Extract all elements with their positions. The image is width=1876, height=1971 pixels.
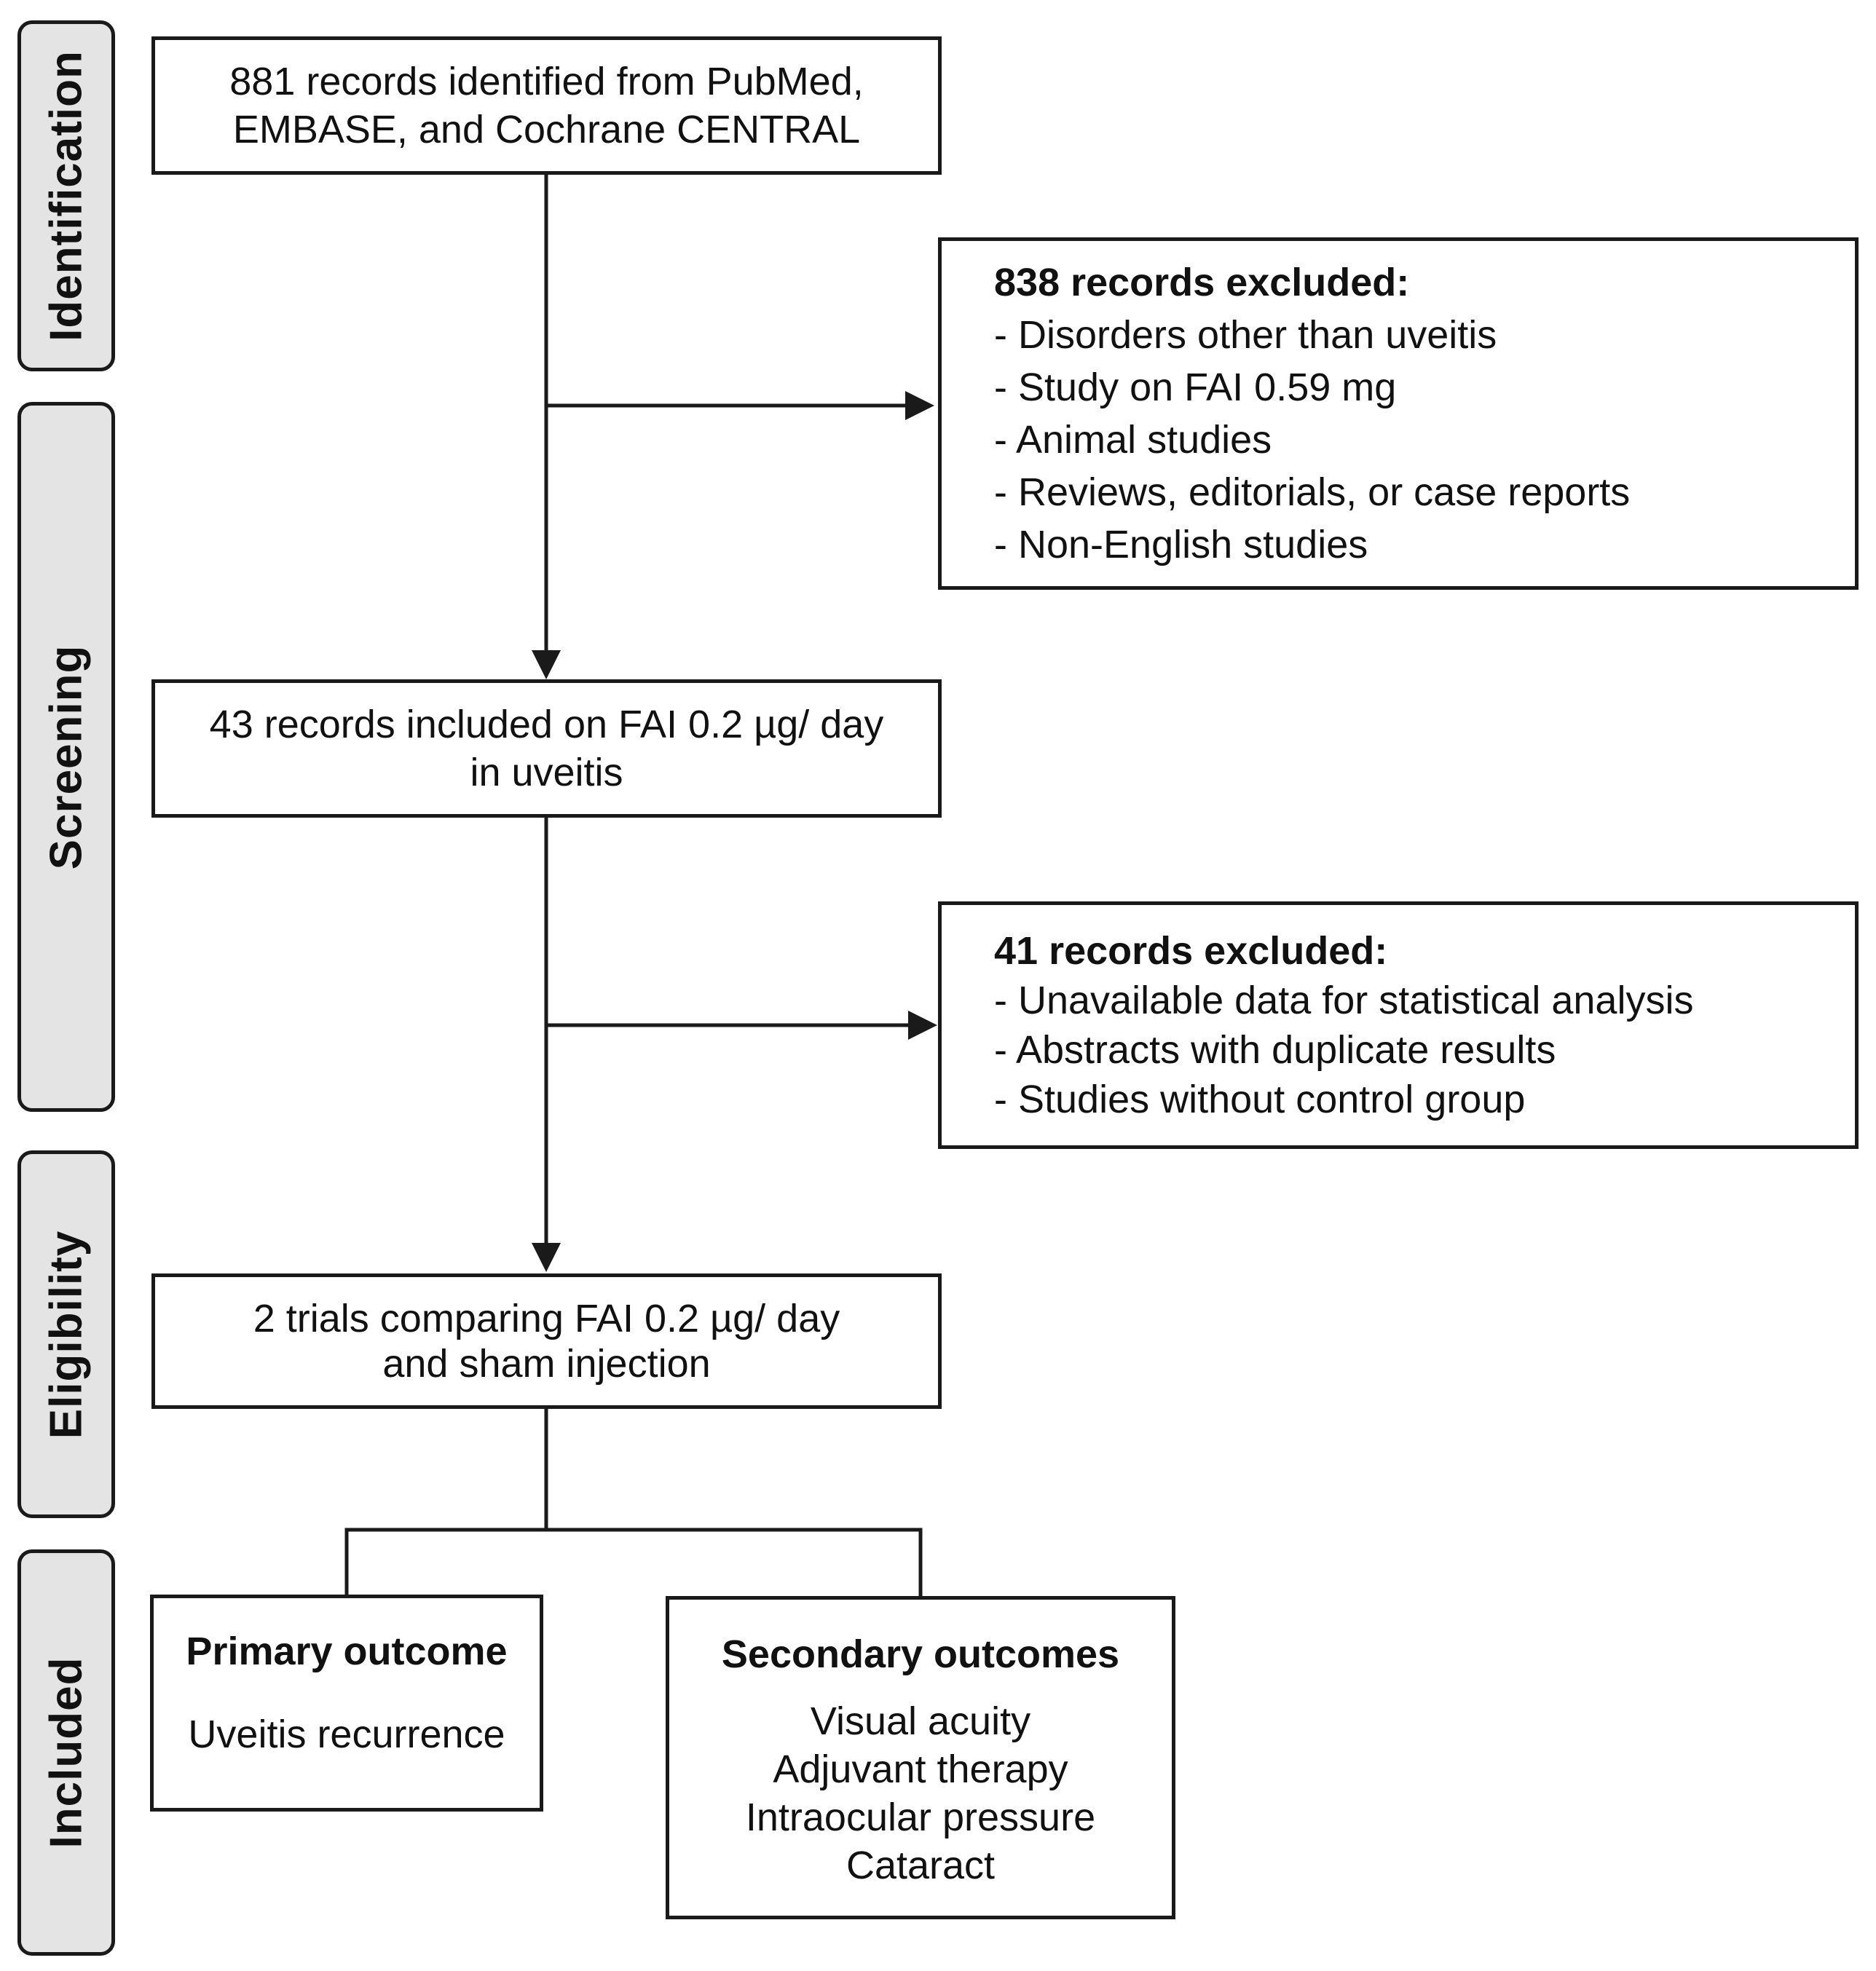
stage-tab-included: Included — [17, 1549, 115, 1956]
identified-line-1: 881 records identified from PubMed, — [229, 60, 864, 103]
primary-outcome-box: Primary outcome Uveitis recurrence — [150, 1595, 543, 1812]
identified-box: 881 records identified from PubMed, EMBA… — [151, 36, 942, 175]
secondary-outcome-item: Cataract — [846, 1844, 996, 1887]
screening-included-box: 43 records included on FAI 0.2 µg/ day i… — [151, 679, 942, 818]
split-branches — [344, 1528, 923, 1597]
eligible-line-1: 2 trials comparing FAI 0.2 µg/ day — [253, 1297, 840, 1340]
screening-included-line-2: in uveitis — [470, 751, 623, 794]
excluded-1-item: - Study on FAI 0.59 mg — [994, 366, 1397, 409]
excluded-2-title: 41 records excluded: — [994, 929, 1388, 973]
secondary-outcomes-box: Secondary outcomes Visual acuity Adjuvan… — [666, 1596, 1175, 1919]
secondary-outcome-item: Visual acuity — [810, 1699, 1031, 1743]
excluded-box-1: 838 records excluded: - Disorders other … — [938, 237, 1859, 590]
stage-tab-screening: Screening — [17, 402, 115, 1112]
excluded-1-item: - Disorders other than uveitis — [994, 313, 1497, 357]
excluded-1-item: - Reviews, editorials, or case reports — [994, 470, 1631, 514]
excluded-1-title: 838 records excluded: — [994, 261, 1410, 304]
excluded-2-item: - Abstracts with duplicate results — [994, 1028, 1556, 1072]
secondary-outcome-item: Adjuvant therapy — [773, 1747, 1068, 1791]
excluded-2-item: - Unavailable data for statistical analy… — [994, 979, 1694, 1022]
eligible-line-2: and sham injection — [382, 1342, 711, 1386]
primary-outcome-title: Primary outcome — [186, 1630, 508, 1673]
screening-included-line-1: 43 records included on FAI 0.2 µg/ day — [209, 703, 884, 746]
stage-tab-identification: Identification — [17, 20, 115, 371]
excluded-1-item: - Non-English studies — [994, 523, 1368, 566]
secondary-outcomes-title: Secondary outcomes — [721, 1632, 1120, 1676]
excluded-1-item: - Animal studies — [994, 418, 1272, 462]
identified-line-2: EMBASE, and Cochrane CENTRAL — [232, 108, 861, 151]
secondary-outcome-item: Intraocular pressure — [745, 1796, 1096, 1839]
eligible-box: 2 trials comparing FAI 0.2 µg/ day and s… — [151, 1273, 942, 1409]
primary-outcome-item: Uveitis recurrence — [188, 1713, 505, 1756]
excluded-2-item: - Studies without control group — [994, 1078, 1526, 1121]
stage-tab-eligibility: Eligibility — [17, 1150, 115, 1518]
excluded-box-2: 41 records excluded: - Unavailable data … — [938, 901, 1859, 1149]
